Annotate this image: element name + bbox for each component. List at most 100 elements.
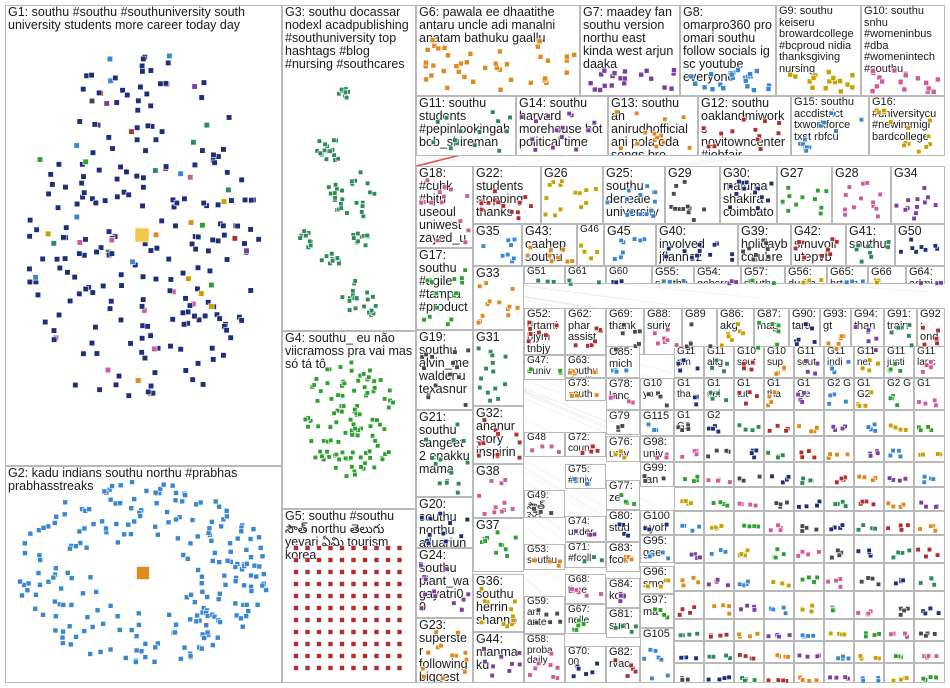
minor-group-cell: [674, 563, 704, 591]
minor-group-cell: G1 tha: [674, 378, 704, 410]
minor-group-cell: [824, 535, 854, 563]
minor-group-cell: [824, 410, 854, 436]
minor-group-label: G1 G2: [857, 379, 881, 400]
group-g95: G95: gee: [640, 535, 674, 563]
minor-group-cell: [704, 619, 734, 641]
group-g32: G32: ananur story inspirin: [473, 406, 524, 464]
minor-group-cell: [914, 462, 945, 487]
group-g60: G60: [606, 266, 652, 284]
group-g84: G84: kop: [606, 578, 640, 608]
group-g18: G18: #cuhk #bjtu useoul uniwest zayed_u: [416, 166, 473, 248]
minor-group-label: G2: [707, 411, 731, 422]
group-label: G9: southu keiseru browardcollege #bcpro…: [779, 6, 858, 75]
minor-group-cell: [674, 487, 704, 511]
group-label: G15: southu accdistrict txworkforce txst…: [794, 97, 866, 143]
group-label: G99: fan: [643, 463, 671, 486]
group-g63: G63: southu drmill: [565, 355, 606, 378]
group-g4: G4: southu_ eu não viicramoss pra vai ma…: [282, 331, 416, 509]
group-label: G85: mich: [609, 347, 637, 370]
minor-group-label: G1 Ge: [797, 379, 821, 400]
group-label: G59: ani ante: [527, 597, 562, 629]
minor-group-cell: [764, 535, 794, 563]
group-label: G20: southu northu alluarjun okate: [419, 498, 470, 548]
group-label: G28: [835, 167, 888, 180]
minor-group-cell: [764, 436, 794, 462]
group-label: G42: smuvoll utepvb: [794, 225, 843, 264]
minor-group-cell: [764, 591, 794, 619]
group-g44: G44: manma ku: [473, 632, 524, 683]
minor-group-cell: G1 G2: [674, 410, 704, 436]
group-g50: G50: [895, 224, 945, 266]
minor-group-cell: [854, 641, 884, 663]
minor-group-cell: G2 G: [824, 378, 854, 410]
group-g56: G56: durha: [785, 266, 827, 284]
minor-group-cell: [914, 619, 945, 641]
minor-group-cell: [854, 487, 884, 511]
minor-group-cell: [734, 619, 764, 641]
group-g38: G38: [473, 464, 524, 518]
group-g45: G45: [604, 224, 656, 266]
group-g35: G35: [473, 224, 522, 266]
minor-group-cell: G11 akg: [704, 346, 734, 378]
group-g73: G73: south: [565, 378, 606, 401]
group-label: G12: southu oaklandmiworks novitowncente…: [701, 97, 788, 156]
minor-group-cell: G2 G: [884, 378, 914, 410]
group-g1: G1: southu #southu #southuniversity sout…: [5, 5, 282, 466]
group-label: G4: southu_ eu não viicramoss pra vai ma…: [285, 332, 413, 371]
minor-group-cell: [854, 511, 884, 535]
group-label: G82: rvac: [609, 647, 637, 670]
minor-group-label: G11 ner: [857, 347, 881, 368]
group-g10: G10: southu snhu #womeninbus #dba #women…: [861, 5, 945, 96]
group-g80: G80: stud: [606, 510, 640, 542]
minor-group-label: G2 G: [827, 379, 851, 390]
minor-group-cell: [824, 563, 854, 591]
minor-group-cell: [674, 641, 704, 663]
minor-group-label: G11 pm: [677, 347, 701, 368]
group-g48: G48: [524, 432, 565, 457]
group-g51: G51: [524, 266, 565, 284]
group-label: G66: [871, 267, 903, 279]
group-g83: G83: fcoll: [606, 542, 640, 572]
group-label: G98: univ: [643, 437, 671, 460]
group-label: G49: సౌత్ ఫెడ్: [527, 491, 562, 518]
minor-group-cell: [824, 511, 854, 535]
group-label: G27: [780, 167, 829, 180]
group-label: G60: [609, 267, 649, 278]
group-label: G77: ze: [609, 481, 637, 504]
group-label: G13: southu ah anirudhofficial ani pola …: [611, 97, 695, 156]
group-g67: G67: nelle: [565, 604, 606, 634]
group-label: G35: [476, 225, 519, 238]
group-g17: G17: southu #agile #tampa #product: [416, 248, 473, 330]
minor-group-label: G1 tha: [767, 379, 791, 400]
group-label: G11: southu students #pepinlookingah bob…: [419, 97, 513, 149]
group-label: G62: phar assist: [568, 309, 603, 344]
minor-group-cell: G1 G2: [854, 378, 884, 410]
minor-group-cell: [764, 563, 794, 591]
minor-group-cell: [734, 436, 764, 462]
minor-group-cell: [794, 663, 824, 683]
minor-group-cell: [824, 591, 854, 619]
group-label: G26: [544, 167, 600, 180]
group-label: G79: [609, 411, 637, 423]
group-g82: G82: rvac: [606, 646, 640, 683]
group-g58: G58: proba daily: [524, 634, 565, 683]
group-g52: G52: drtami bjym tnbjy: [524, 308, 565, 355]
group-label: G61: [568, 267, 603, 278]
group-label: G32: ananur story inspirin: [476, 407, 521, 459]
group-g100: G100: yoh: [640, 510, 674, 535]
group-g14: G14: southu harvard morehouse hot politi…: [516, 96, 608, 156]
group-label: G1: southu #southu #southuniversity sout…: [8, 6, 279, 32]
group-g75: G75: #univ: [565, 464, 606, 489]
minor-group-label: G11 indi: [827, 347, 851, 368]
minor-group-cell: [884, 619, 914, 641]
minor-group-cell: [734, 563, 764, 591]
minor-group-cell: [734, 487, 764, 511]
minor-group-cell: [884, 487, 914, 511]
minor-group-cell: [764, 663, 794, 683]
group-label: G3: southu docassar nodexl acadpublishin…: [285, 6, 413, 71]
group-g3: G3: southu docassar nodexl acadpublishin…: [282, 5, 416, 331]
group-label: G31: [476, 331, 521, 344]
group-g79: G79: [606, 410, 640, 435]
group-g24: G24: southu plant_wa gayatri00: [416, 548, 473, 618]
